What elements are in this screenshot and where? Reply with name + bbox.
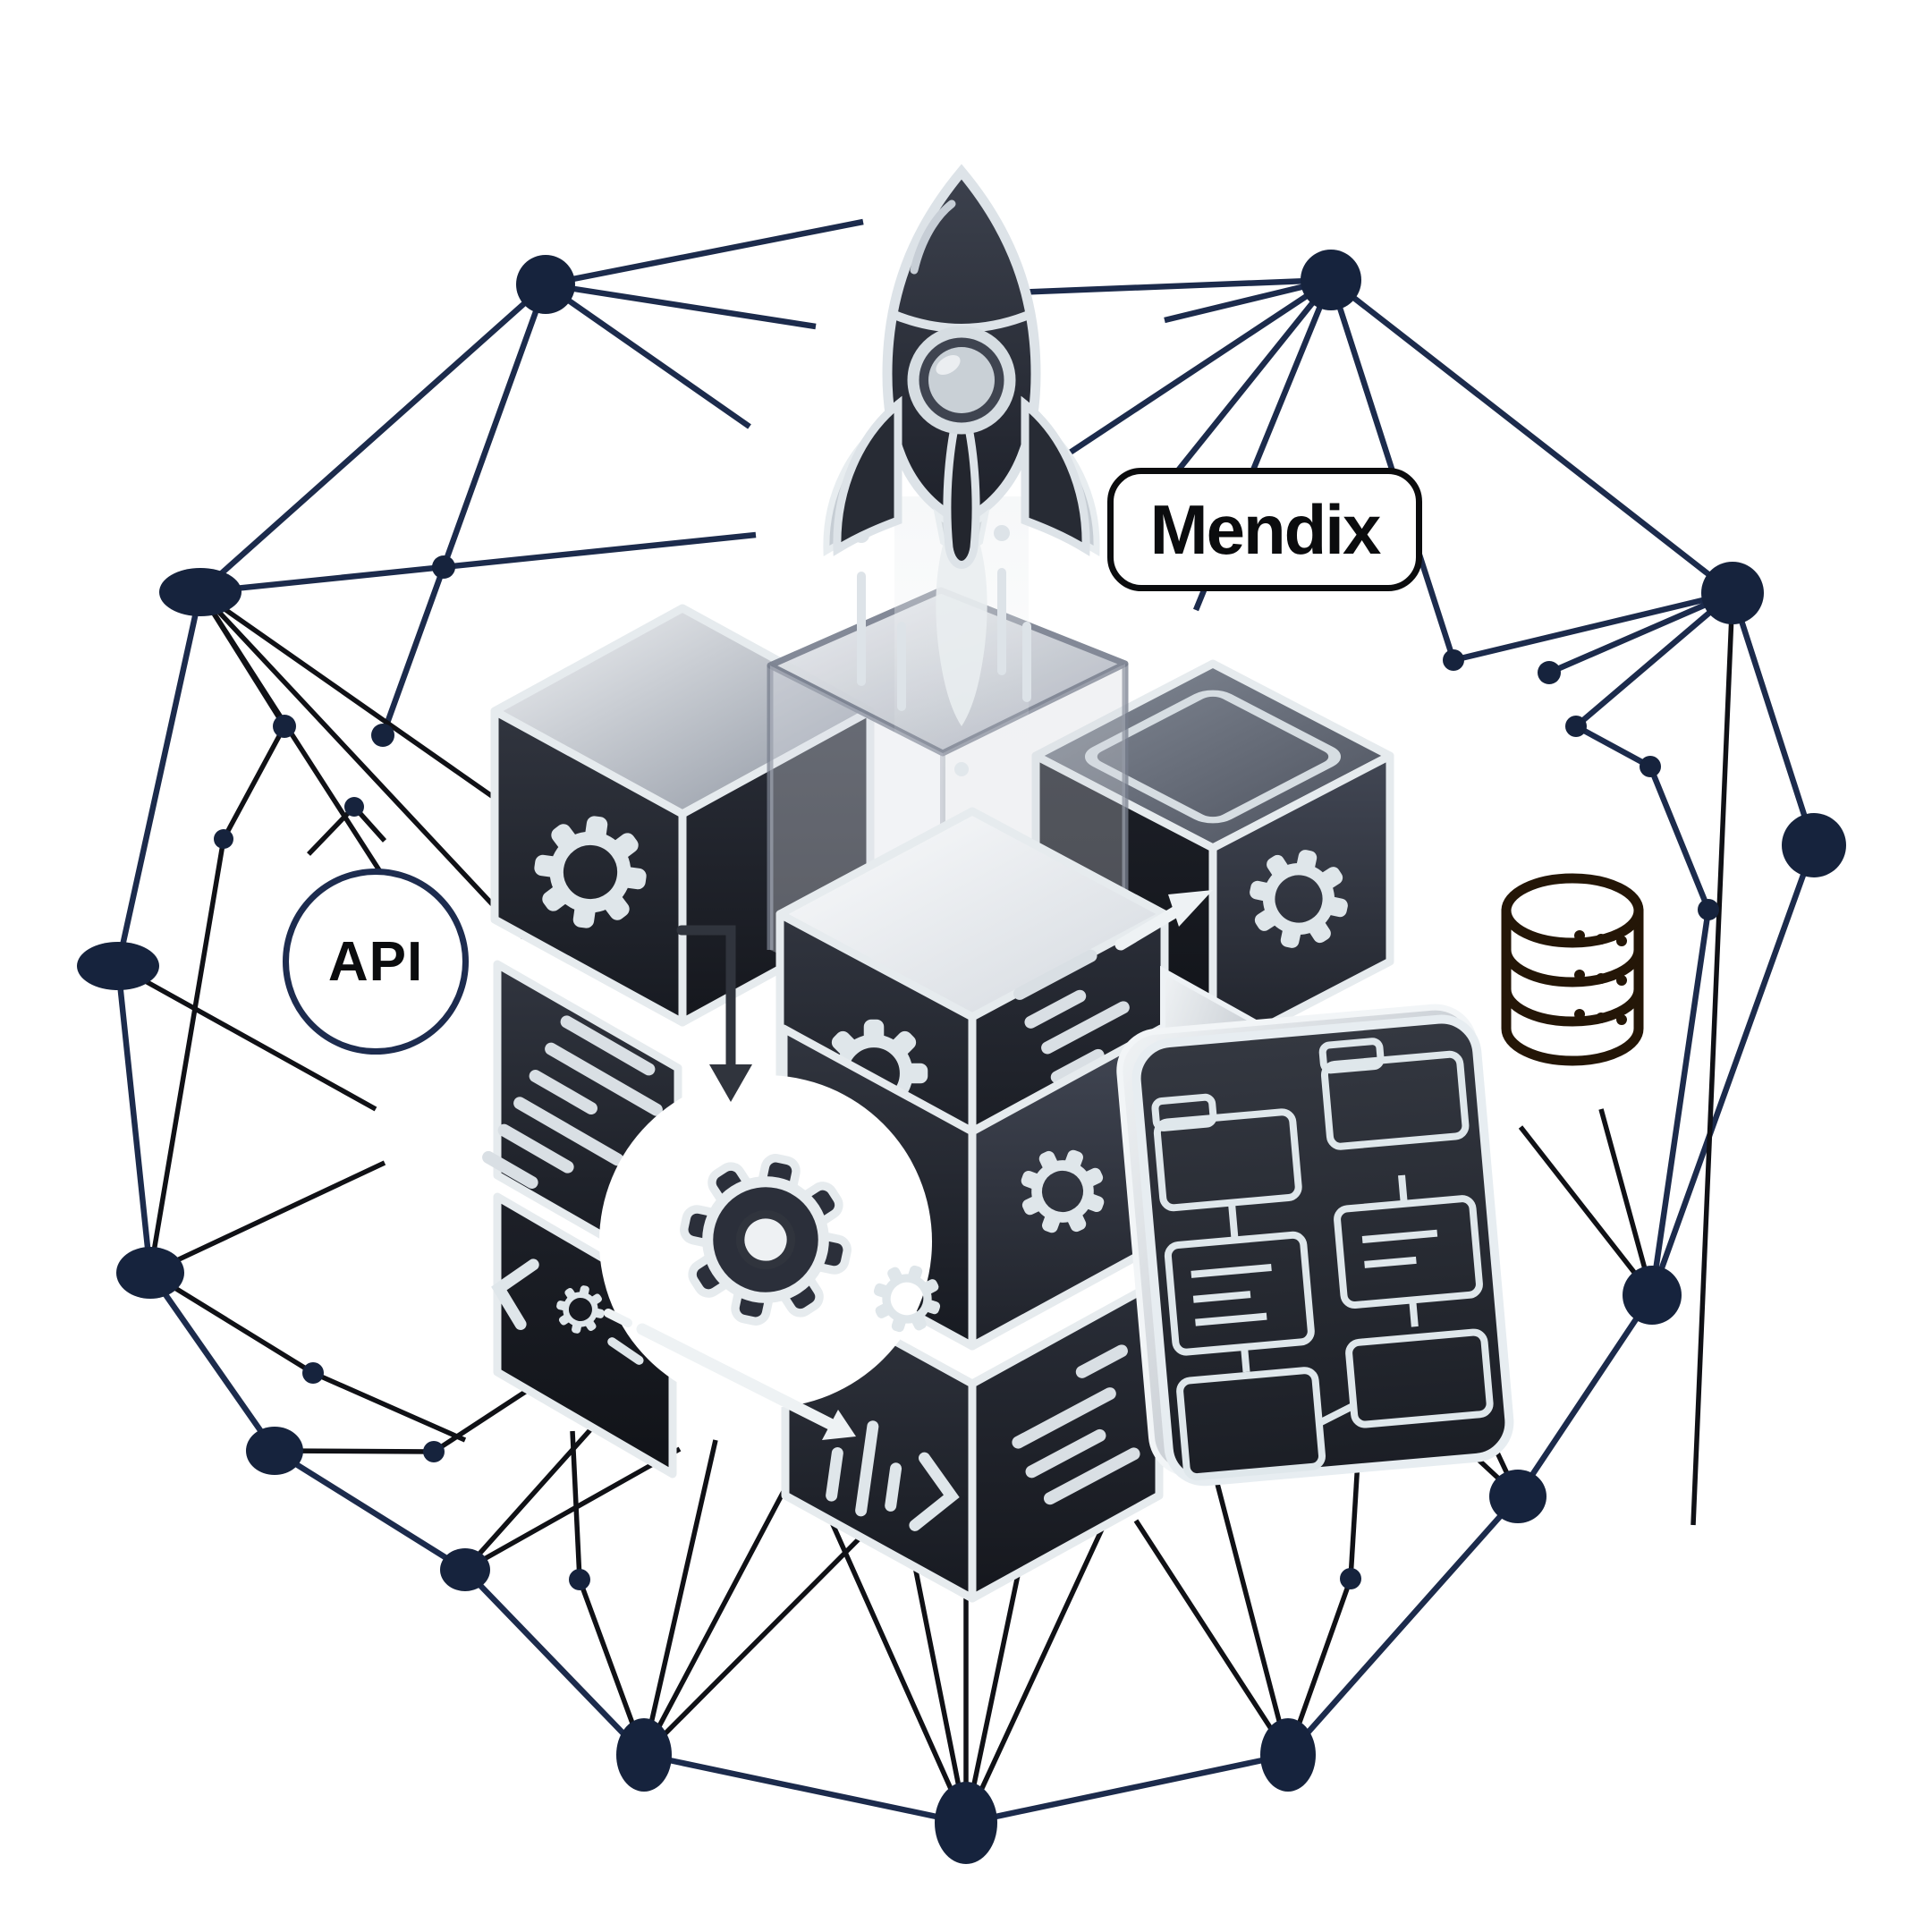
- network-node: [116, 1247, 184, 1299]
- network-edge: [1515, 1293, 1655, 1498]
- network-edge: [1573, 590, 1735, 729]
- network-node: [273, 715, 296, 738]
- network-edge: [148, 838, 226, 1274]
- database-icon: [1501, 873, 1644, 1066]
- network-edge: [148, 1271, 277, 1453]
- code-pipe-icon: [826, 1420, 960, 1531]
- flow-box-icon: [1176, 1367, 1326, 1481]
- network-node: [1443, 649, 1464, 671]
- folder-box-icon: [1318, 1038, 1470, 1150]
- arrow-right-icon: [1114, 890, 1213, 951]
- folder-box-icon: [1151, 1093, 1302, 1212]
- network-edge: [1049, 277, 1333, 468]
- rounded-square-icon: [1084, 690, 1342, 824]
- network-edge: [1285, 1494, 1521, 1758]
- network-node: [432, 555, 455, 579]
- network-edge: [1729, 592, 1818, 846]
- network-edge: [198, 590, 526, 939]
- network-edge: [379, 565, 447, 737]
- network-edge: [1547, 590, 1734, 675]
- network-edge: [1133, 1519, 1291, 1757]
- network-node: [935, 1782, 997, 1864]
- network-edge: [1329, 277, 1734, 596]
- network-node: [1565, 716, 1587, 737]
- network-node: [1782, 813, 1846, 877]
- network-node: [423, 1441, 445, 1462]
- network-edge: [440, 283, 549, 569]
- network-node: [371, 724, 394, 747]
- rocket-fin: [1021, 395, 1090, 556]
- network-edge: [1574, 724, 1652, 769]
- rocket-icon: [823, 164, 1100, 569]
- network-edge: [116, 963, 377, 1112]
- mendix-badge: Mendix: [1107, 468, 1422, 591]
- network-edge: [198, 282, 548, 595]
- network-edge: [544, 282, 751, 429]
- network-edge: [545, 218, 864, 288]
- api-label: API: [327, 930, 424, 993]
- flow-box-icon: [1345, 1328, 1494, 1428]
- network-edge: [114, 591, 204, 967]
- network-node: [1538, 661, 1561, 684]
- network-node: [1623, 1266, 1682, 1325]
- network-node: [569, 1569, 590, 1590]
- network-edge: [1453, 589, 1733, 664]
- network-edge: [1598, 1108, 1655, 1296]
- network-edge: [148, 1160, 386, 1275]
- network-node: [77, 942, 159, 990]
- network-node: [616, 1718, 672, 1792]
- rocket-fin: [833, 395, 902, 556]
- arrow-down-icon: [676, 925, 752, 1102]
- api-badge: API: [283, 869, 469, 1055]
- network-edge: [570, 1430, 582, 1580]
- network-edge: [273, 1448, 467, 1572]
- network-edge: [199, 531, 757, 596]
- network-node: [159, 568, 242, 616]
- network-edge: [463, 1446, 682, 1572]
- network-edge: [965, 1751, 1289, 1826]
- network-node: [1701, 562, 1764, 624]
- network-edge: [1690, 592, 1735, 1526]
- network-edge: [1648, 843, 1818, 1297]
- network-node: [1260, 1718, 1316, 1792]
- network-edge: [311, 1370, 467, 1443]
- network-edge: [307, 805, 356, 856]
- network-edge: [148, 1270, 315, 1376]
- flowchart-panel-icon: [1116, 1004, 1514, 1487]
- network-edge: [114, 965, 154, 1274]
- gear-highlight-circle: [599, 1075, 950, 1408]
- network-edge: [1648, 909, 1712, 1296]
- network-edge: [462, 1567, 647, 1758]
- network-edge: [641, 1439, 718, 1756]
- network-node: [214, 829, 233, 849]
- network-edge: [1647, 765, 1712, 911]
- network-node: [1640, 756, 1661, 777]
- network-edge: [643, 1751, 967, 1826]
- arrow-diagonal-icon: [604, 1309, 856, 1440]
- mendix-label: Mendix: [1149, 489, 1382, 569]
- network-node: [440, 1548, 490, 1591]
- network-edge: [1518, 1125, 1655, 1297]
- text-lines: [1012, 1344, 1140, 1505]
- network-edge: [221, 724, 287, 841]
- network-node: [1698, 899, 1719, 920]
- network-edge: [1214, 1479, 1291, 1756]
- network-edge: [641, 1483, 790, 1757]
- network-node: [1340, 1568, 1361, 1589]
- network-node: [1489, 1470, 1546, 1523]
- network-node: [302, 1362, 324, 1384]
- network-node: [344, 797, 364, 817]
- network-edge: [545, 281, 817, 330]
- network-node: [246, 1427, 303, 1475]
- network-node: [1301, 250, 1361, 310]
- network-node: [516, 255, 575, 314]
- rocket-fin-center: [943, 385, 980, 569]
